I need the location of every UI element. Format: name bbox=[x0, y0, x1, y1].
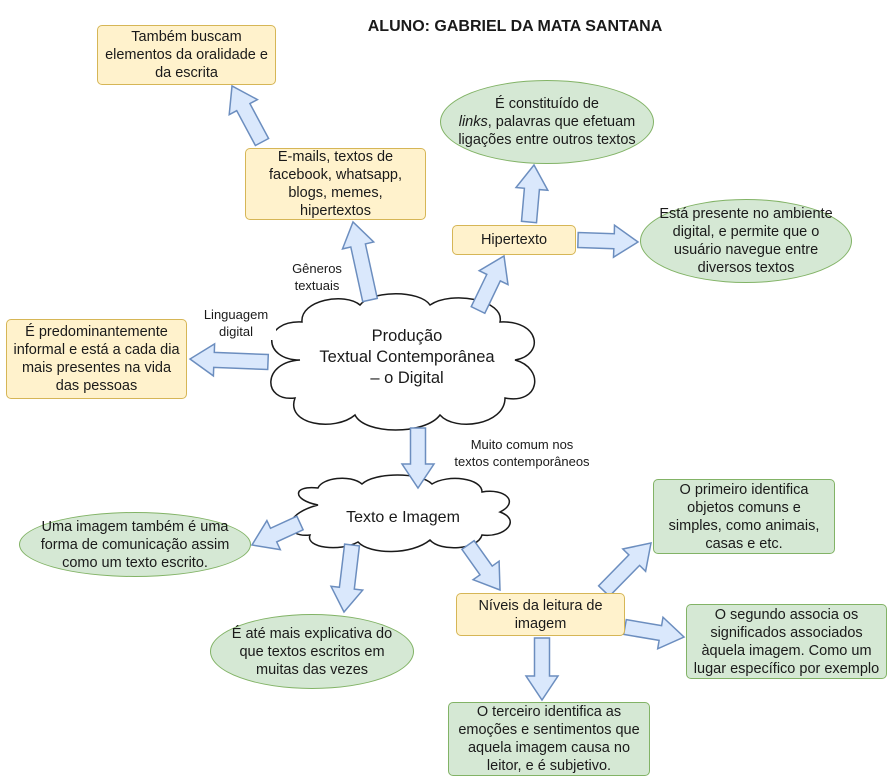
arrow-to-texto-imagem bbox=[400, 427, 436, 490]
arrow-to-hipertexto bbox=[470, 254, 509, 315]
arrow-to-links bbox=[514, 163, 550, 224]
node-terceiro: O terceiro identifica as emoções e senti… bbox=[448, 702, 650, 776]
node-mais-explicativa: É até mais explicativa do que textos esc… bbox=[210, 614, 414, 689]
label-linguagem-digital: Linguagem digital bbox=[196, 306, 276, 340]
node-emails: E-mails, textos de facebook, whatsapp, b… bbox=[245, 148, 426, 220]
arrow-to-ambiente-digital bbox=[577, 223, 640, 259]
node-hipertexto: Hipertexto bbox=[452, 225, 576, 255]
arrow-to-imagem-comunicacao bbox=[250, 515, 305, 551]
arrow-to-predominantemente bbox=[188, 342, 270, 378]
arrow-to-niveis bbox=[460, 539, 501, 592]
central-cloud-shape bbox=[270, 293, 536, 431]
label-muito-comum: Muito comum nos textos contemporâneos bbox=[440, 436, 604, 470]
arrow-to-primeiro bbox=[597, 542, 652, 598]
node-primeiro: O primeiro identifica objetos comuns e s… bbox=[653, 479, 835, 554]
arrow-to-terceiro bbox=[524, 637, 560, 702]
node-niveis: Níveis da leitura de imagem bbox=[456, 593, 625, 636]
node-imagem-comunicacao: Uma imagem também é uma forma de comunic… bbox=[19, 512, 251, 577]
arrow-to-segundo bbox=[622, 615, 686, 651]
arrow-to-generos bbox=[341, 220, 379, 303]
texto-imagem-topic: Texto e Imagem bbox=[346, 509, 460, 526]
arrow-to-mais-explicativa bbox=[329, 543, 365, 614]
node-segundo: O segundo associa os significados associ… bbox=[686, 604, 887, 679]
page-title: ALUNO: GABRIEL DA MATA SANTANA bbox=[367, 18, 663, 35]
texto-imagem-cloud-shape bbox=[289, 474, 511, 553]
arrow-to-tambem-buscam bbox=[228, 84, 270, 147]
node-predominantemente: É predominantemente informal e está a ca… bbox=[6, 319, 187, 399]
node-ambiente-digital: Está presente no ambiente digital, e per… bbox=[640, 199, 852, 283]
central-topic: Produção Textual Contemporânea – o Digit… bbox=[319, 327, 495, 387]
node-tambem-buscam: Também buscam elementos da oralidade e d… bbox=[97, 25, 276, 85]
label-generos-textuais: Gêneros textuais bbox=[285, 260, 349, 294]
